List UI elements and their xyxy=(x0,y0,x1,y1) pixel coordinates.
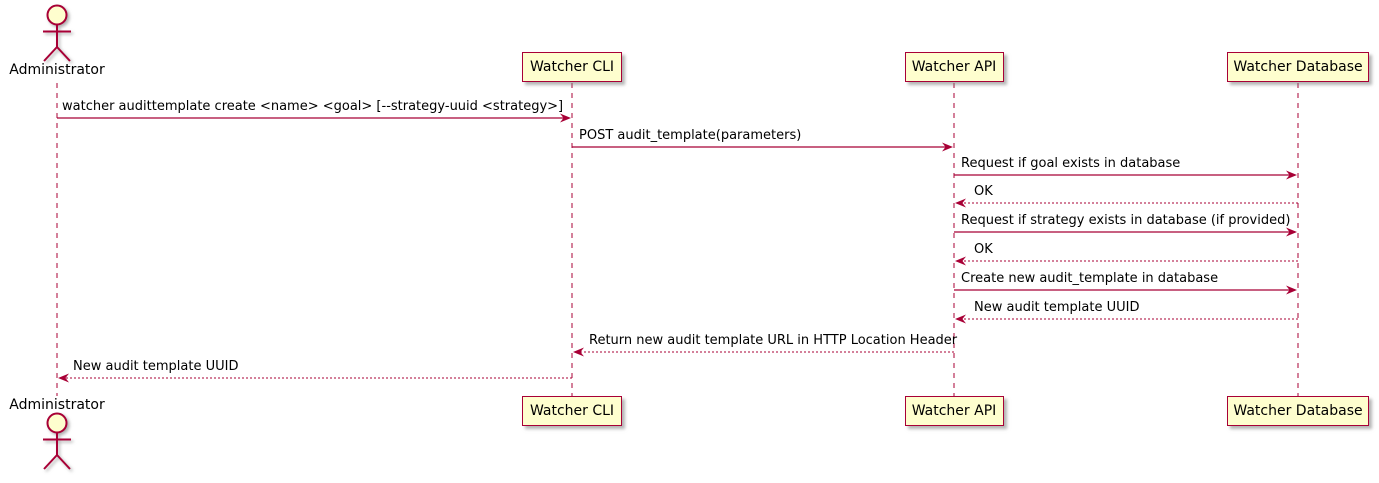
message-arrowhead-1 xyxy=(560,113,571,123)
message-arrowhead-3 xyxy=(1286,170,1297,180)
message-arrowhead-5 xyxy=(1286,227,1297,237)
message-label-8: New audit template UUID xyxy=(974,300,1140,315)
message-label-10: New audit template UUID xyxy=(73,359,239,374)
participant-box-bottom-watcher-api: Watcher API xyxy=(904,396,1004,426)
message-label-2: POST audit_template(parameters) xyxy=(579,128,802,143)
message-label-9: Return new audit template URL in HTTP Lo… xyxy=(589,333,958,348)
message-arrowhead-7 xyxy=(1286,285,1297,295)
message-arrowhead-10 xyxy=(58,373,69,383)
message-arrowhead-9 xyxy=(573,347,584,357)
message-arrowhead-4 xyxy=(955,198,966,208)
message-label-1: watcher audittemplate create <name> <goa… xyxy=(62,99,564,114)
message-arrowhead-8 xyxy=(955,314,966,324)
message-arrowhead-2 xyxy=(942,142,953,152)
actor-figure-top-administrator xyxy=(43,4,71,62)
message-label-3: Request if goal exists in database xyxy=(961,156,1181,171)
participant-box-bottom-watcher-cli: Watcher CLI xyxy=(522,396,622,426)
participant-box-top-watcher-database: Watcher Database xyxy=(1227,52,1369,82)
actor-figure-bottom-administrator-head xyxy=(46,412,68,434)
message-label-6: OK xyxy=(974,242,993,257)
participant-box-top-watcher-api: Watcher API xyxy=(904,52,1004,82)
message-label-7: Create new audit_template in database xyxy=(961,271,1219,286)
message-arrowhead-6 xyxy=(955,256,966,266)
message-label-5: Request if strategy exists in database (… xyxy=(961,213,1291,228)
actor-label-bottom-administrator: Administrator xyxy=(9,397,105,413)
actor-figure-bottom-administrator xyxy=(43,412,71,470)
participant-box-bottom-watcher-database: Watcher Database xyxy=(1227,396,1369,426)
participant-box-top-watcher-cli: Watcher CLI xyxy=(522,52,622,82)
actor-figure-top-administrator-head xyxy=(46,4,68,26)
message-label-4: OK xyxy=(974,184,993,199)
actor-label-top-administrator: Administrator xyxy=(9,62,105,78)
